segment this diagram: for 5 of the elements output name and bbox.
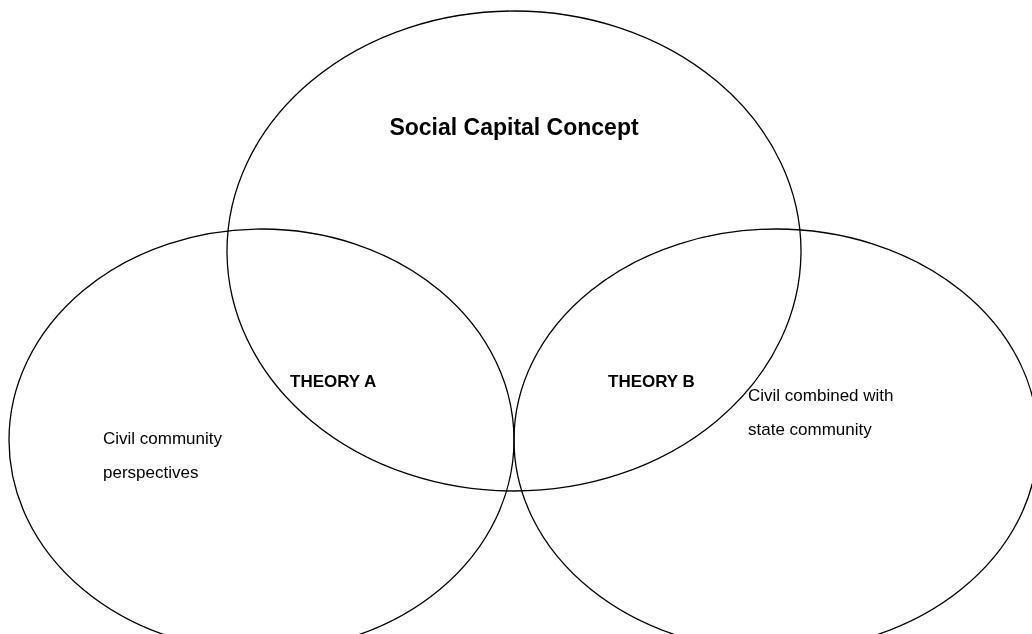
venn-text: Civil combined with state community <box>748 385 895 441</box>
overlap-label: THEORY A <box>290 372 377 392</box>
venn-text: Civil community perspectives <box>103 428 224 484</box>
venn-title: Social Capital Concept <box>388 113 640 142</box>
overlap-label: THEORY B <box>608 372 695 392</box>
